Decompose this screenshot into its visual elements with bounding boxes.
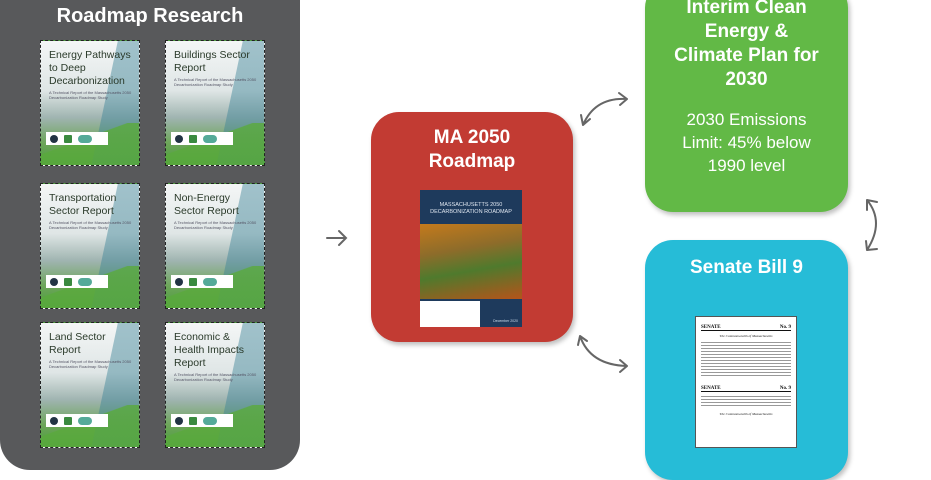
roadmap-cover-image[interactable]: MASSACHUSETTS 2050 DECARBONIZATION ROADM… [420, 190, 522, 327]
plan-body-line: 2030 Emissions [686, 110, 807, 129]
cover-subtitle: A Technical Report of the Massachusetts … [174, 77, 257, 87]
doc-subtitle: The Commonwealth of Massachusetts [719, 412, 773, 416]
bidirectional-arrow-icon [580, 92, 628, 126]
cover-title: Economic & Health Impacts Report [174, 331, 245, 369]
cover-title: Non-Energy Sector Report [174, 192, 239, 217]
logos [46, 132, 108, 145]
cover-title: Buildings Sector Report [174, 49, 250, 74]
bidirectional-arrow-icon [865, 199, 878, 251]
plan-title-line: Interim Clean [686, 0, 807, 18]
report-cover-transportation[interactable]: Transportation Sector Report A Technical … [40, 183, 140, 309]
logos [171, 275, 233, 288]
doc-subtitle: The Commonwealth of Massachusetts [719, 334, 773, 338]
cover-title: Land Sector Report [49, 331, 106, 356]
bidirectional-arrow-icon [577, 335, 628, 373]
roadmap-title-line2: Roadmap [428, 151, 516, 172]
plan-title-line: Energy & [704, 21, 789, 42]
ma-2050-roadmap-box: MA 2050 Roadmap MASSACHUSETTS 2050 DECAR… [371, 112, 573, 342]
cover-subtitle: A Technical Report of the Massachusetts … [174, 372, 257, 382]
report-cover-buildings[interactable]: Buildings Sector Report A Technical Repor… [165, 40, 265, 166]
report-cover-non-energy[interactable]: Non-Energy Sector Report A Technical Repo… [165, 183, 265, 309]
senate-bill-box: Senate Bill 9 SENATE No. 9 The Commonweal… [645, 240, 848, 480]
panel-title: Roadmap Research [56, 5, 244, 27]
doc-header: SENATE [701, 325, 721, 330]
cover-subtitle: A Technical Report of the Massachusetts … [49, 359, 132, 369]
logos [46, 275, 108, 288]
report-cover-land[interactable]: Land Sector Report A Technical Report of … [40, 322, 140, 448]
senate-title: Senate Bill 9 [690, 257, 803, 278]
report-cover-economic-health[interactable]: Economic & Health Impacts Report A Techni… [165, 322, 265, 448]
doc-number: No. 9 [779, 325, 791, 330]
connector-arrows [326, 92, 878, 373]
doc-number: No. 9 [779, 386, 791, 391]
plan-body-line: Limit: 45% below [682, 133, 811, 152]
cover-title: Transportation Sector Report [49, 192, 117, 217]
interim-plan-box: Interim Clean Energy & Climate Plan for … [645, 0, 848, 212]
plan-title-line: 2030 [725, 69, 768, 90]
cover-subtitle: A Technical Report of the Massachusetts … [49, 220, 132, 230]
roadmap-title-line1: MA 2050 [433, 127, 511, 148]
cover-subtitle: A Technical Report of the Massachusetts … [174, 220, 257, 230]
logos [171, 132, 233, 145]
arrow-right-icon [326, 230, 348, 246]
doc-header: SENATE [701, 386, 721, 391]
plan-body-line: 1990 level [707, 156, 786, 175]
senate-bill-document-image[interactable]: SENATE No. 9 The Commonwealth of Massachu… [695, 316, 797, 448]
roadmap-cover-date: December 2020 [493, 319, 518, 323]
cover-subtitle: A Technical Report of the Massachusetts … [49, 90, 132, 100]
cover-title: Energy Pathways to Deep Decarbonization [49, 49, 131, 87]
plan-title-line: Climate Plan for [674, 45, 819, 66]
logos [46, 414, 108, 427]
logos [171, 414, 233, 427]
roadmap-cover-title: MASSACHUSETTS 2050 DECARBONIZATION ROADM… [430, 202, 512, 215]
